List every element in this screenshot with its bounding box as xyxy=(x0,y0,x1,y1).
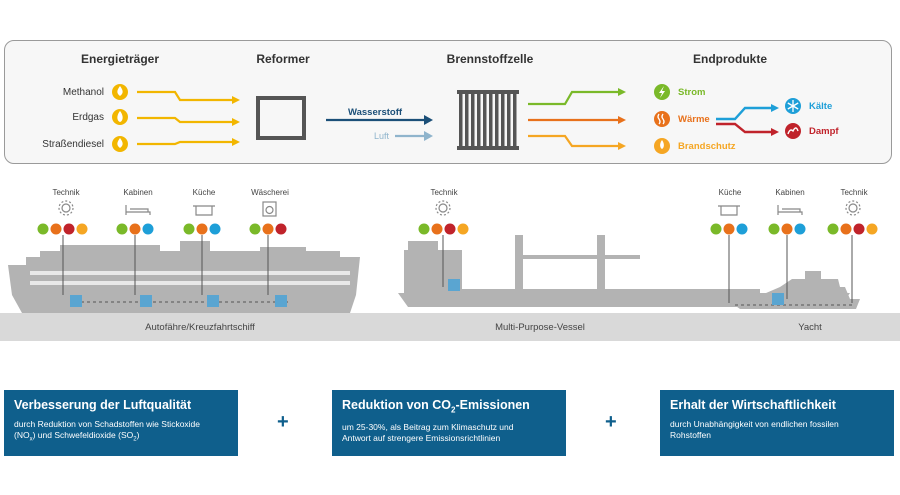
ferry-area-waescherei: Wäscherei xyxy=(251,188,289,197)
header-energy-carriers: Energieträger xyxy=(80,52,160,66)
water-band xyxy=(0,313,900,341)
gear-icon xyxy=(435,200,451,216)
ferry-waescherei-product-icons xyxy=(249,223,287,235)
benefit-title: Verbesserung der Luftqualität xyxy=(14,398,192,412)
process-flow-graphic xyxy=(112,84,801,154)
ship-name-ferry: Autofähre/Kreuzfahrtschiff xyxy=(145,322,255,333)
label-cold: Kälte xyxy=(809,101,833,112)
fuel-arrows xyxy=(137,90,232,146)
label-air: Luft xyxy=(374,131,390,141)
label-fire-protection: Brandschutz xyxy=(678,141,736,152)
ferry-area-kueche: Küche xyxy=(192,188,216,197)
yacht-area-technik: Technik xyxy=(840,188,868,197)
label-heat: Wärme xyxy=(678,114,710,125)
flame-icon xyxy=(112,109,128,125)
steam-icon xyxy=(785,123,801,139)
snowflake-icon xyxy=(785,98,801,114)
ship-name-mpv: Multi-Purpose-Vessel xyxy=(495,322,585,333)
fuel-cell-unit xyxy=(772,293,784,305)
lightning-icon xyxy=(654,84,670,100)
benefit-card-air-quality: Verbesserung der Luftqualität durch Redu… xyxy=(4,390,238,456)
mpv-area-technik: Technik xyxy=(430,188,458,197)
drop-icon xyxy=(112,136,128,152)
ferry-kabinen-product-icons xyxy=(116,223,154,235)
header-reformer: Reformer xyxy=(256,52,310,66)
ferry-area-kabinen: Kabinen xyxy=(123,188,153,197)
yacht-kueche-product-icons xyxy=(710,223,748,235)
gear-icon xyxy=(845,200,861,216)
pot-icon xyxy=(193,205,215,216)
yacht-technik-product-icons xyxy=(827,223,878,235)
fire-hand-icon xyxy=(654,138,670,154)
label-steam: Dampf xyxy=(809,126,839,137)
header-fuel-cell: Brennstoffzelle xyxy=(446,52,534,66)
bed-icon xyxy=(777,205,803,215)
ferry-kueche-product-icons xyxy=(183,223,221,235)
benefit-desc: durch Unabhängigkeit von endlichen fossi… xyxy=(670,419,839,440)
fuel-cell-unit xyxy=(70,295,287,307)
ferry-technik-product-icons xyxy=(37,223,88,235)
drop-icon xyxy=(112,84,128,100)
yacht-area-kabinen: Kabinen xyxy=(775,188,805,197)
yacht-area-kueche: Küche xyxy=(718,188,742,197)
pot-icon xyxy=(718,205,740,216)
fuel-label-methanol: Methanol xyxy=(62,87,104,98)
fuel-label-natural-gas: Erdgas xyxy=(72,112,104,123)
benefit-title: Reduktion von CO2-Emissionen xyxy=(342,398,530,415)
plus-sign: + xyxy=(277,411,289,433)
ships-graphic xyxy=(8,200,878,313)
benefit-desc: um 25-30%, als Beitrag zum Klimaschutz u… xyxy=(342,421,514,443)
plus-sign: + xyxy=(605,411,617,433)
washing-machine-icon xyxy=(262,201,277,217)
benefit-card-co2: Reduktion von CO2-Emissionen um 25-30%, … xyxy=(332,390,566,456)
mpv-technik-product-icons xyxy=(418,223,469,235)
gear-icon xyxy=(58,200,74,216)
label-power: Strom xyxy=(678,87,706,98)
heat-waves-icon xyxy=(654,111,670,127)
label-hydrogen: Wasserstoff xyxy=(348,107,403,118)
fuel-cell-stack xyxy=(457,90,519,150)
reformer-box xyxy=(256,96,306,140)
ferry-area-technik: Technik xyxy=(52,188,80,197)
benefit-desc: durch Reduktion von Schadstoffen wie Sti… xyxy=(14,419,201,443)
benefit-card-economy: Erhalt der Wirtschaftlichkeit durch Unab… xyxy=(660,390,894,456)
benefit-title: Erhalt der Wirtschaftlichkeit xyxy=(670,398,836,412)
bed-icon xyxy=(125,205,151,215)
header-end-products: Endprodukte xyxy=(693,52,767,66)
fuel-label-diesel: Straßendiesel xyxy=(42,139,104,150)
ship-name-yacht: Yacht xyxy=(798,322,822,333)
fuel-cell-unit xyxy=(448,279,460,291)
yacht-kabinen-product-icons xyxy=(768,223,806,235)
